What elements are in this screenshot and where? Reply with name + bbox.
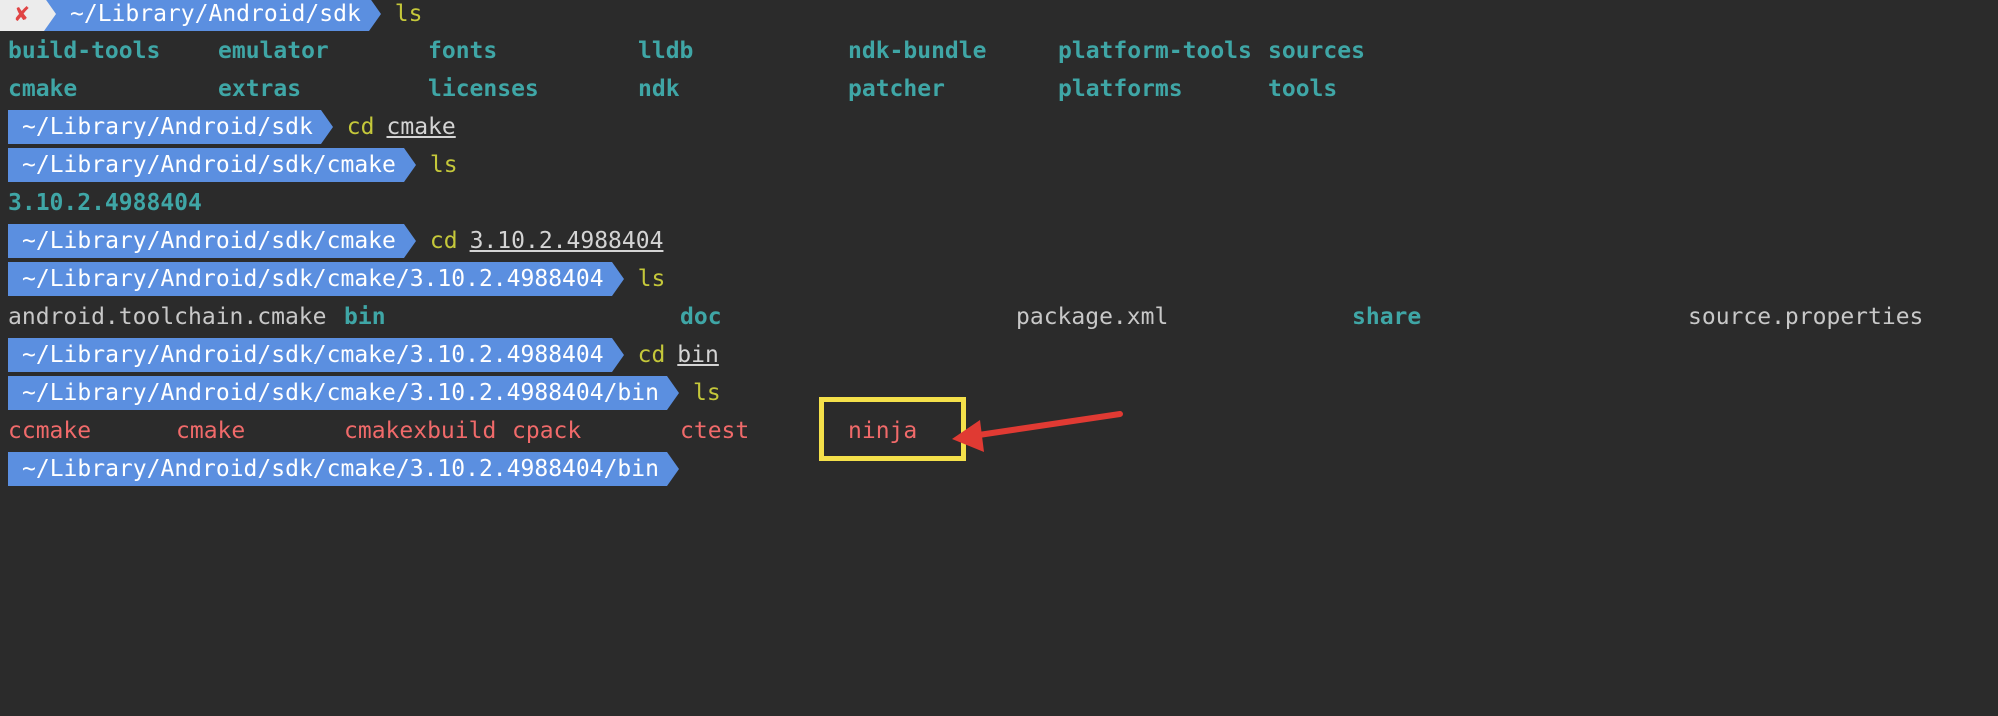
prompt-arrow: [611, 262, 624, 296]
prompt-arrow: [403, 224, 416, 258]
prompt-line: ✘ ~/Library/Android/sdk ls: [0, 0, 423, 33]
prompt-arrow: [403, 148, 416, 182]
command-argument: 3.10.2.4988404: [469, 228, 664, 254]
prompt-arrow: [666, 376, 679, 410]
prompt-path: ~/Library/Android/sdk: [8, 110, 321, 144]
command-text: ls: [692, 380, 721, 406]
exec-entry: ctest: [680, 418, 750, 444]
exec-entry: cmakexbuild: [344, 418, 497, 444]
command-text: cd: [429, 228, 458, 254]
command-text: cd: [637, 342, 666, 368]
dir-entry: extras: [218, 76, 302, 102]
dir-entry: ndk-bundle: [848, 38, 987, 64]
dir-entry: fonts: [428, 38, 498, 64]
prompt-line: ~/Library/Android/sdk cd cmake: [0, 108, 456, 146]
file-entry: android.toolchain.cmake: [8, 304, 327, 330]
output-row: android.toolchain.cmake bin doc package.…: [0, 298, 1998, 336]
dir-entry: share: [1352, 304, 1422, 330]
prompt-path: ~/Library/Android/sdk/cmake/3.10.2.49884…: [8, 452, 667, 486]
segment-separator: [44, 0, 56, 31]
output-row: build-tools emulator fonts lldb ndk-bund…: [0, 32, 1998, 70]
command-text: cd: [346, 114, 375, 140]
prompt-arrow: [368, 0, 381, 31]
dir-entry: build-tools: [8, 38, 161, 64]
dir-entry: platforms: [1058, 76, 1183, 102]
dir-entry: bin: [344, 304, 386, 330]
prompt: ✘ ~/Library/Android/sdk ls: [0, 0, 423, 31]
prompt: ~/Library/Android/sdk/cmake/3.10.2.49884…: [8, 452, 679, 486]
prompt-arrow: [611, 338, 624, 372]
prompt-line: ~/Library/Android/sdk/cmake ls: [0, 146, 458, 184]
command-text: ls: [394, 1, 423, 27]
prompt-path: ~/Library/Android/sdk/cmake/3.10.2.49884…: [8, 376, 667, 410]
prompt-path: ~/Library/Android/sdk/cmake: [8, 148, 404, 182]
prompt-arrow: [320, 110, 333, 144]
dir-entry: licenses: [428, 76, 539, 102]
prompt-path: ~/Library/Android/sdk: [56, 0, 369, 31]
dir-entry: tools: [1268, 76, 1338, 102]
dir-entry: sources: [1268, 38, 1365, 64]
dir-entry: 3.10.2.4988404: [8, 190, 202, 216]
output-row: cmake extras licenses ndk patcher platfo…: [0, 70, 1998, 108]
terminal-window[interactable]: ✘ ~/Library/Android/sdk ls build-tools e…: [0, 0, 1998, 514]
annotation-arrow-icon: [952, 411, 1123, 452]
exec-entry: ccmake: [8, 418, 92, 444]
prompt: ~/Library/Android/sdk/cmake/3.10.2.49884…: [8, 262, 665, 296]
command-text: ls: [429, 152, 458, 178]
prompt: ~/Library/Android/sdk/cmake/3.10.2.49884…: [8, 338, 719, 372]
output-row: 3.10.2.4988404: [0, 184, 202, 222]
prompt: ~/Library/Android/sdk/cmake/3.10.2.49884…: [8, 376, 721, 410]
prompt-path: ~/Library/Android/sdk/cmake: [8, 224, 404, 258]
prompt-path: ~/Library/Android/sdk/cmake/3.10.2.49884…: [8, 338, 612, 372]
command-argument: cmake: [386, 114, 456, 140]
prompt-line: ~/Library/Android/sdk/cmake/3.10.2.49884…: [0, 336, 719, 374]
exec-entry: cmake: [176, 418, 246, 444]
x-icon: ✘: [15, 1, 29, 27]
dir-entry: ndk: [638, 76, 680, 102]
error-status-segment: ✘: [0, 0, 44, 31]
dir-entry: doc: [680, 304, 722, 330]
exec-entry: cpack: [512, 418, 582, 444]
file-entry: source.properties: [1688, 304, 1924, 330]
highlight-box: [819, 397, 966, 461]
prompt-line: ~/Library/Android/sdk/cmake cd 3.10.2.49…: [0, 222, 663, 260]
prompt-path: ~/Library/Android/sdk/cmake/3.10.2.49884…: [8, 262, 612, 296]
dir-entry: patcher: [848, 76, 945, 102]
command-argument: bin: [677, 342, 719, 368]
dir-entry: platform-tools: [1058, 38, 1252, 64]
dir-entry: lldb: [638, 38, 694, 64]
output-row: ccmake cmake cmakexbuild cpack ctest nin…: [0, 412, 1998, 450]
prompt: ~/Library/Android/sdk/cmake ls: [8, 148, 458, 182]
command-text: ls: [637, 266, 666, 292]
file-entry: package.xml: [1016, 304, 1169, 330]
prompt-line: ~/Library/Android/sdk/cmake/3.10.2.49884…: [0, 450, 679, 488]
dir-entry: cmake: [8, 76, 78, 102]
prompt: ~/Library/Android/sdk cd cmake: [8, 110, 456, 144]
dir-entry: emulator: [218, 38, 329, 64]
exec-entry-ninja: ninja: [848, 418, 918, 444]
prompt-line: ~/Library/Android/sdk/cmake/3.10.2.49884…: [0, 260, 665, 298]
prompt-arrow: [666, 452, 679, 486]
prompt-line: ~/Library/Android/sdk/cmake/3.10.2.49884…: [0, 374, 721, 412]
prompt: ~/Library/Android/sdk/cmake cd 3.10.2.49…: [8, 224, 663, 258]
